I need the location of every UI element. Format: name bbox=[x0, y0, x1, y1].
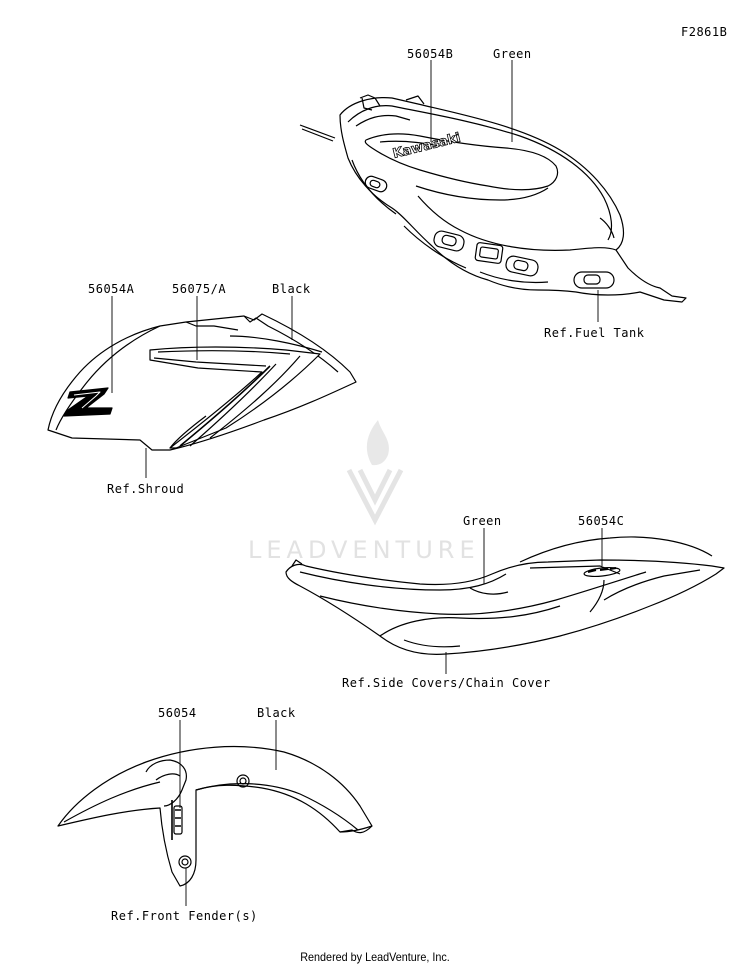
watermark-text: LEADVENTURE bbox=[248, 536, 480, 564]
footer-credit: Rendered by LeadVenture, Inc. bbox=[300, 950, 450, 964]
figure-id: F2861B bbox=[681, 25, 728, 39]
label-black-fender: Black bbox=[257, 706, 296, 720]
label-ref-front-fender: Ref.Front Fender(s) bbox=[111, 909, 258, 923]
label-green-side: Green bbox=[463, 514, 502, 528]
label-56054B[interactable]: 56054B bbox=[407, 47, 454, 61]
fuel-tank-drawing bbox=[299, 94, 687, 303]
label-56054C[interactable]: 56054C bbox=[578, 514, 625, 528]
label-56054[interactable]: 56054 bbox=[158, 706, 197, 720]
kawasaki-emblem-decal: Kawasaki bbox=[391, 130, 463, 162]
svg-text:Kawasaki: Kawasaki bbox=[391, 131, 462, 162]
label-56054A[interactable]: 56054A bbox=[88, 282, 135, 296]
label-56075A[interactable]: 56075/A bbox=[172, 282, 227, 296]
side-covers-drawing bbox=[285, 536, 725, 655]
label-ref-fuel-tank: Ref.Fuel Tank bbox=[544, 326, 645, 340]
label-green-tank: Green bbox=[493, 47, 532, 61]
leader-lines bbox=[111, 60, 603, 906]
front-fender-drawing bbox=[57, 745, 373, 887]
shroud-drawing bbox=[47, 313, 357, 451]
label-black-shroud: Black bbox=[272, 282, 311, 296]
leadventure-watermark-logo bbox=[346, 420, 404, 526]
label-ref-side-covers: Ref.Side Covers/Chain Cover bbox=[342, 676, 551, 690]
label-ref-shroud: Ref.Shroud bbox=[107, 482, 185, 496]
